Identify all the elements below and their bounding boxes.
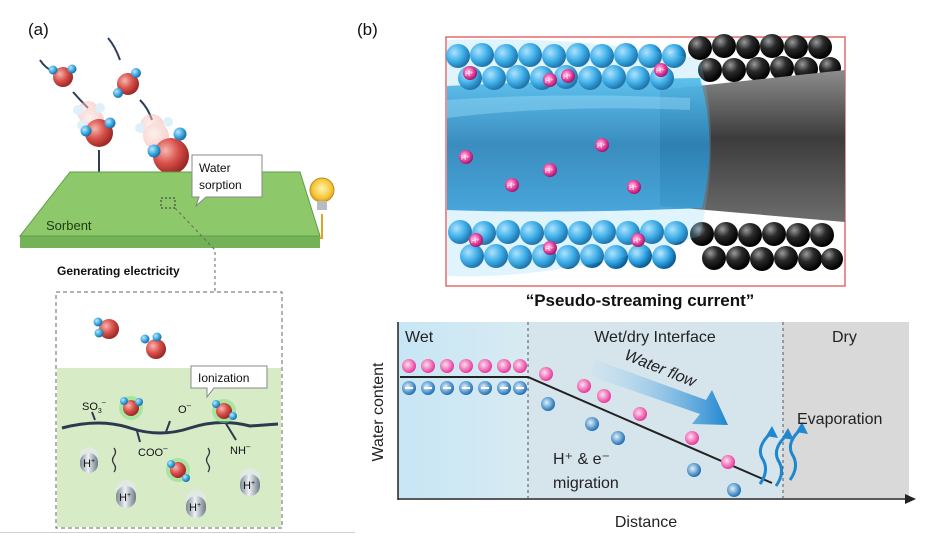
- svg-text:H⁺: H⁺: [597, 143, 606, 150]
- migrating-ions: [539, 367, 741, 497]
- region-interface: [528, 322, 783, 498]
- panel-a-label: (a): [28, 20, 49, 39]
- chem-o-minus: O–: [178, 401, 192, 416]
- proton-label: H+: [119, 492, 131, 504]
- callout-water-sorption-line2: sorption: [199, 178, 242, 192]
- chem-coo-minus: COO–: [138, 444, 168, 459]
- svg-text:H⁺: H⁺: [629, 185, 638, 192]
- wet-ion-pairs: [402, 359, 527, 395]
- svg-text:H⁺: H⁺: [633, 238, 642, 245]
- wet-tube-sheen: [447, 95, 690, 118]
- ionizing-molecule: [212, 399, 237, 423]
- svg-text:H⁺: H⁺: [563, 74, 572, 81]
- circuit-wire: [320, 214, 323, 239]
- sorbent-slab: [18, 171, 321, 248]
- polymer-side-groups: [91, 411, 237, 443]
- migration-label-line2: migration: [553, 475, 619, 492]
- water-flow-label: Water flow: [622, 347, 700, 392]
- x-axis-label: Distance: [615, 514, 677, 531]
- svg-text:H⁺: H⁺: [545, 78, 554, 85]
- chem-so3: SO3–: [82, 399, 106, 415]
- water-molecule: [140, 332, 166, 359]
- dry-particles: [688, 34, 843, 271]
- evaporation-arrows: [758, 426, 804, 487]
- proton-label: H+: [83, 458, 95, 470]
- section-title-generating-electricity: Generating electricity: [57, 264, 180, 278]
- proton-release-wave: [111, 447, 211, 473]
- evaporation-label: Evaporation: [797, 411, 882, 428]
- dry-tube: [660, 70, 845, 222]
- light-bulb-icon: [309, 177, 335, 210]
- svg-text:H⁺: H⁺: [545, 168, 554, 175]
- callout-water-sorption-line1: Water: [199, 161, 231, 175]
- proton-label: H+: [243, 480, 255, 492]
- svg-text:H⁺: H⁺: [465, 71, 474, 78]
- panel-a-illustration: Sorbent Water sorption Generating electr…: [18, 37, 335, 529]
- region-dividers: [527, 322, 784, 498]
- chem-nh-minus: NH–: [230, 442, 251, 457]
- wet-tube: [447, 78, 710, 212]
- proton-cylinder: [80, 447, 98, 473]
- evaporation-arrowheads: [766, 422, 808, 440]
- water-molecule: [80, 117, 116, 147]
- water-molecule: [48, 64, 77, 87]
- water-content-curve: [400, 376, 773, 484]
- water-molecule: [147, 127, 189, 174]
- water-film: [447, 39, 711, 277]
- panel-a-bottom-rule: [0, 532, 355, 533]
- region-wet: [398, 322, 528, 498]
- x-axis-arrowhead: [905, 494, 916, 504]
- zoom-leader-line: [174, 207, 216, 292]
- zoom-box-sorbent: [57, 368, 281, 527]
- svg-text:H⁺: H⁺: [461, 155, 470, 162]
- ionizing-molecule: [166, 458, 190, 482]
- proton-cylinder: [240, 468, 260, 496]
- region-dry: [783, 322, 909, 498]
- proton-label: H+: [189, 502, 201, 514]
- callout-ionization: [190, 365, 268, 399]
- proton-cylinder: [116, 480, 136, 508]
- pseudo-streaming-caption: “Pseudo-streaming current”: [526, 291, 755, 310]
- svg-text:H⁺: H⁺: [656, 68, 665, 75]
- callout-ionization-text: Ionization: [198, 371, 249, 385]
- tube-image-frame: [445, 36, 846, 287]
- wet-particles: [446, 43, 688, 269]
- proton-particles: H⁺ H⁺ H⁺ H⁺ H⁺ H⁺ H⁺ H⁺ H⁺ H⁺ H⁺ H⁺: [459, 63, 668, 255]
- svg-text:H⁺: H⁺: [545, 246, 554, 253]
- water-flow-arrow: [590, 360, 728, 425]
- water-molecule: [93, 317, 119, 339]
- svg-text:H⁺: H⁺: [471, 238, 480, 245]
- region-dry-label: Dry: [832, 329, 857, 346]
- panel-b-label: (b): [357, 20, 378, 39]
- water-molecule: [113, 68, 141, 98]
- svg-text:H⁺: H⁺: [507, 183, 516, 190]
- y-axis-label: Water content: [370, 362, 387, 462]
- region-interface-label: Wet/dry Interface: [594, 329, 716, 346]
- migration-label-line1: H⁺ & e⁻: [553, 451, 610, 468]
- region-wet-label: Wet: [405, 329, 434, 346]
- proton-cylinder: [186, 490, 206, 518]
- sorbent-label: Sorbent: [46, 218, 92, 233]
- callout-water-sorption: [191, 154, 263, 208]
- ionizing-molecule: [119, 396, 143, 420]
